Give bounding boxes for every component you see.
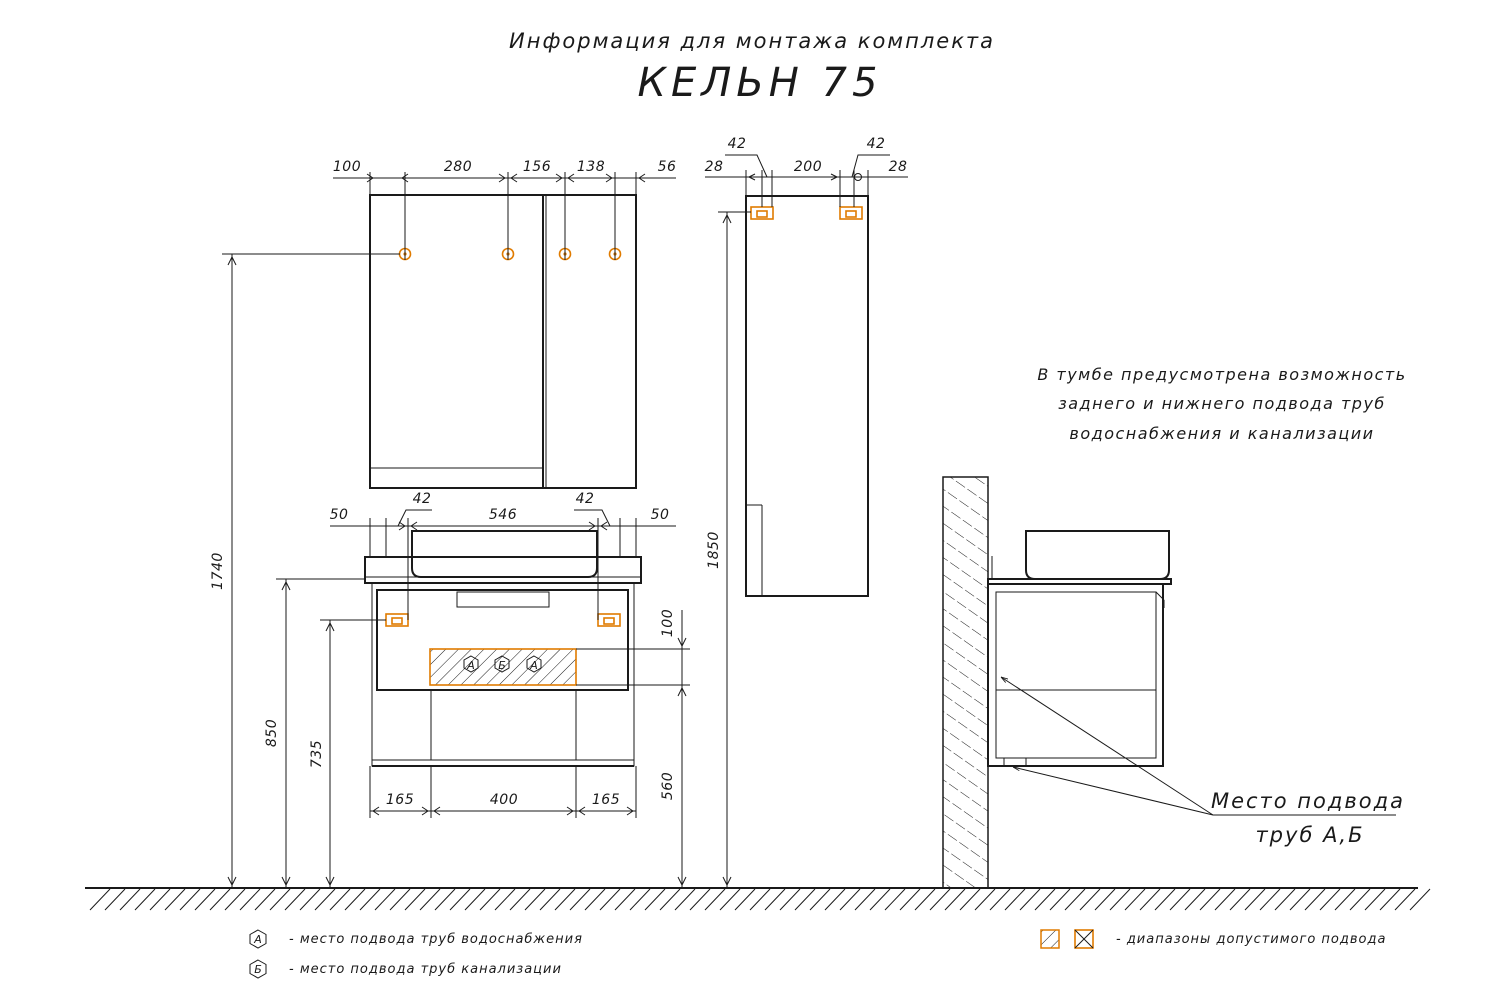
dim-vanity-42-right: 42	[576, 491, 595, 507]
dim-height-1850: 1850	[706, 531, 722, 569]
vertical-dimension-1740	[222, 253, 400, 888]
dim-vanity-400: 400	[490, 792, 518, 808]
vanity-dimension-chain-bottom	[369, 766, 637, 818]
dim-side-42-right: 42	[867, 136, 886, 152]
dim-vanity-546: 546	[489, 507, 517, 523]
note-line-2: заднего и нижнего подвода труб	[1058, 394, 1386, 413]
hex-marker-a1: А	[463, 655, 479, 673]
legend-ranges-text: - диапазоны допустимого подвода	[1116, 932, 1386, 947]
vertical-dimension-100-560	[576, 610, 690, 888]
hex-marker-b: Б	[494, 655, 510, 673]
legend-b-symbol: Б	[254, 963, 262, 976]
vanity-front	[364, 530, 642, 767]
legend-a: А - место подвода труб водоснабжения	[249, 929, 583, 949]
note-line-3: водоснабжения и канализации	[1069, 424, 1374, 443]
mirror-dimension-chain	[333, 172, 676, 260]
dim-mirror-280: 280	[444, 159, 472, 175]
svg-text:А: А	[529, 659, 538, 672]
dim-height-735: 735	[309, 740, 325, 768]
vertical-dimension-735	[320, 619, 386, 888]
callout-line-2: труб А,Б	[1255, 823, 1364, 847]
svg-text:А: А	[466, 659, 475, 672]
vertical-dimension-1850	[718, 211, 751, 888]
dim-side-28-left: 28	[705, 159, 724, 175]
dim-side-200: 200	[794, 159, 822, 175]
vertical-dimension-850	[276, 578, 365, 888]
floor-line	[85, 887, 1431, 911]
mirror-cabinet-front	[369, 194, 637, 489]
legend-a-symbol: А	[253, 933, 262, 946]
dim-height-1740: 1740	[210, 552, 226, 590]
dim-side-28-right: 28	[889, 159, 908, 175]
svg-text:Б: Б	[498, 659, 506, 672]
vanity-mount-brackets	[385, 613, 621, 627]
legend-a-text: - место подвода труб водоснабжения	[289, 932, 583, 947]
legend-b: Б - место подвода труб канализации	[249, 959, 562, 979]
wall-section	[942, 476, 989, 889]
dim-vanity-50-right: 50	[651, 507, 670, 523]
tall-cabinet-dimension-chain	[705, 154, 908, 207]
dim-side-42-left: 42	[728, 136, 747, 152]
dim-vanity-42-left: 42	[413, 491, 432, 507]
callout-line-1: Место подвода	[1211, 789, 1405, 813]
note-line-1: В тумбе предусмотрена возможность	[1037, 365, 1406, 384]
hex-marker-a2: А	[526, 655, 542, 673]
dim-vanity-165-right: 165	[592, 792, 620, 808]
pipe-range-zone	[429, 648, 577, 686]
tall-cabinet-side	[745, 195, 869, 597]
dim-vanity-165-left: 165	[386, 792, 414, 808]
legend-ranges: - диапазоны допустимого подвода	[1040, 929, 1386, 949]
dim-mirror-156: 156	[523, 159, 551, 175]
dim-mirror-138: 138	[577, 159, 605, 175]
dim-height-100: 100	[660, 609, 676, 637]
dim-vanity-50-left: 50	[330, 507, 349, 523]
mirror-mount-points	[398, 247, 622, 261]
legend-b-text: - место подвода труб канализации	[289, 962, 562, 977]
dim-mirror-100: 100	[333, 159, 361, 175]
drawing-title: КЕЛЬН 75	[638, 60, 883, 106]
drawing-subtitle: Информация для монтажа комплекта	[509, 29, 995, 53]
vanity-side-view	[987, 530, 1172, 767]
dim-height-560: 560	[660, 772, 676, 800]
dim-mirror-56: 56	[658, 159, 677, 175]
dim-height-850: 850	[264, 719, 280, 747]
vanity-dimension-chain-top	[330, 509, 676, 620]
callout-leaders	[1001, 677, 1396, 816]
